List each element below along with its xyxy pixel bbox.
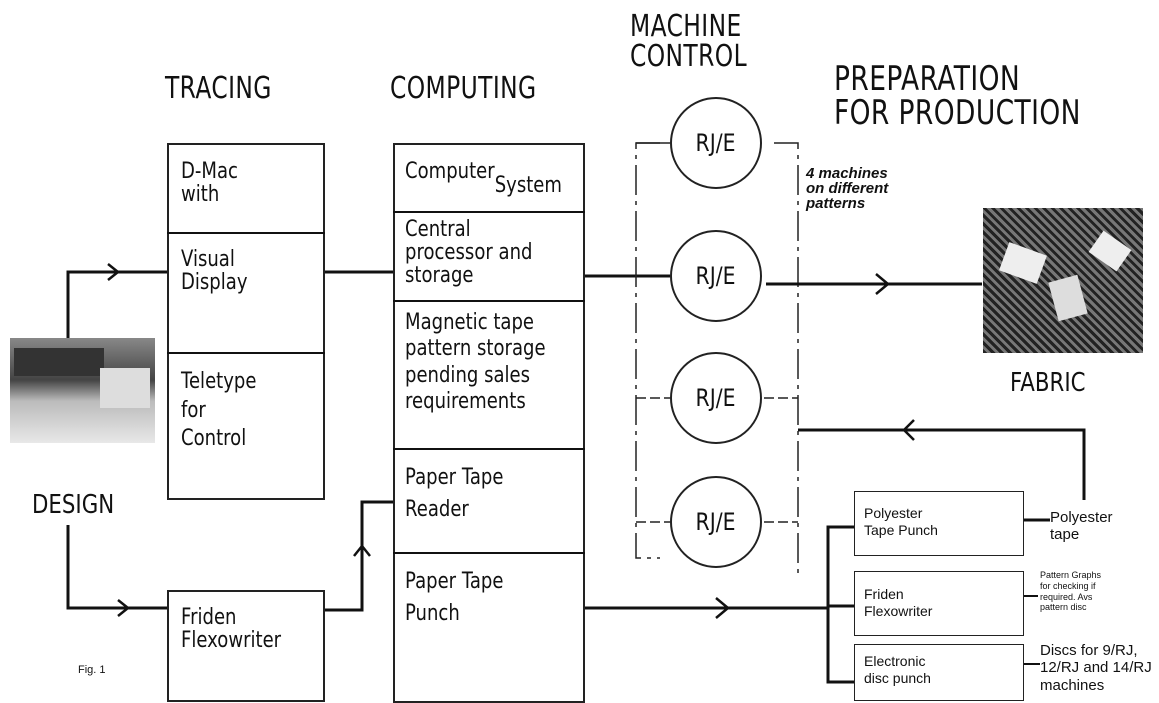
figure-label: Fig. 1 — [78, 664, 106, 676]
rje-machine-1: RJ/E — [670, 97, 762, 189]
friden-flexowriter-box — [167, 590, 325, 702]
photo-dark-area — [14, 348, 104, 376]
tracing-divider-1 — [167, 232, 325, 234]
tracing-divider-2 — [167, 352, 325, 354]
polyester-tape-punch-box — [854, 491, 1024, 556]
rje-machine-4: RJ/E — [670, 476, 762, 568]
design-photo — [10, 338, 155, 443]
computing-divider-4 — [393, 552, 585, 554]
electronic-disc-punch-box — [854, 644, 1024, 701]
machine-control-header: MACHINE CONTROL — [630, 9, 747, 74]
tracing-column-box — [167, 143, 325, 500]
computing-divider-1 — [393, 211, 585, 213]
fabric-pattern-shape-3 — [1088, 230, 1132, 272]
computing-column-box — [393, 143, 585, 703]
rje-machine-3: RJ/E — [670, 352, 762, 444]
fabric-image — [983, 208, 1143, 353]
design-label: DESIGN — [32, 490, 115, 520]
preparation-header: PREPARATION FOR PRODUCTION — [834, 59, 1081, 133]
rje-machine-2: RJ/E — [670, 230, 762, 322]
computer-system-label: ComputerSystem — [405, 159, 562, 198]
friden-production-box — [854, 571, 1024, 636]
fabric-pattern-shape-1 — [999, 242, 1047, 284]
tracing-header: TRACING — [165, 71, 272, 106]
photo-light-area — [100, 368, 150, 408]
computing-header: COMPUTING — [390, 71, 537, 106]
computing-divider-2 — [393, 300, 585, 302]
fabric-pattern-shape-2 — [1048, 274, 1088, 322]
fabric-label: FABRIC — [1010, 368, 1086, 398]
computing-divider-3 — [393, 448, 585, 450]
